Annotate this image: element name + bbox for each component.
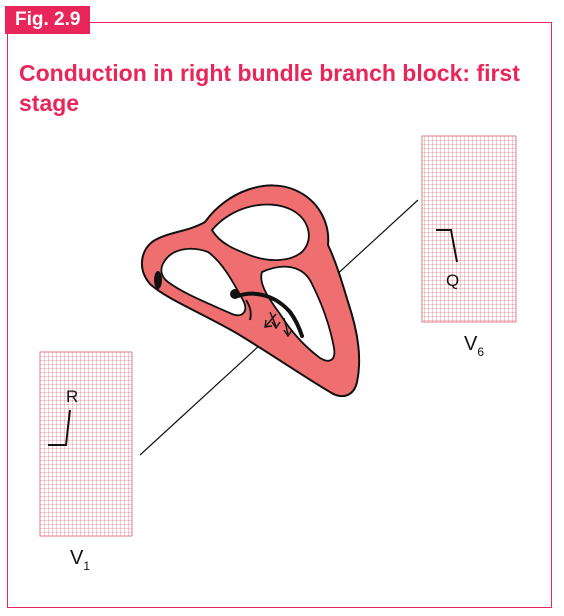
ecg-grid-v1: R V1	[39, 351, 133, 573]
left-ventricle-cavity	[260, 265, 336, 362]
figure-title: Conduction in right bundle branch block:…	[19, 60, 520, 116]
heart-illustration	[141, 184, 361, 398]
ecg-grid-v6: Q V6	[421, 135, 517, 359]
left-bundle-branch	[236, 291, 304, 338]
blocked-right-bundle	[245, 299, 252, 321]
figure-tag: Fig. 2.9	[5, 6, 91, 34]
right-ventricle-cavity	[160, 247, 247, 317]
atria-cavity	[210, 203, 310, 261]
v6-lead-label: V6	[464, 333, 484, 359]
septal-activation-arrows	[264, 311, 293, 338]
sinus-node	[154, 271, 162, 289]
v1-wave-label: R	[66, 387, 78, 406]
v6-trace	[436, 229, 458, 263]
figure-frame	[7, 22, 552, 608]
v6-wave-label: Q	[446, 271, 459, 290]
v1-lead-label: V1	[70, 547, 90, 573]
v1-trace	[48, 409, 71, 446]
